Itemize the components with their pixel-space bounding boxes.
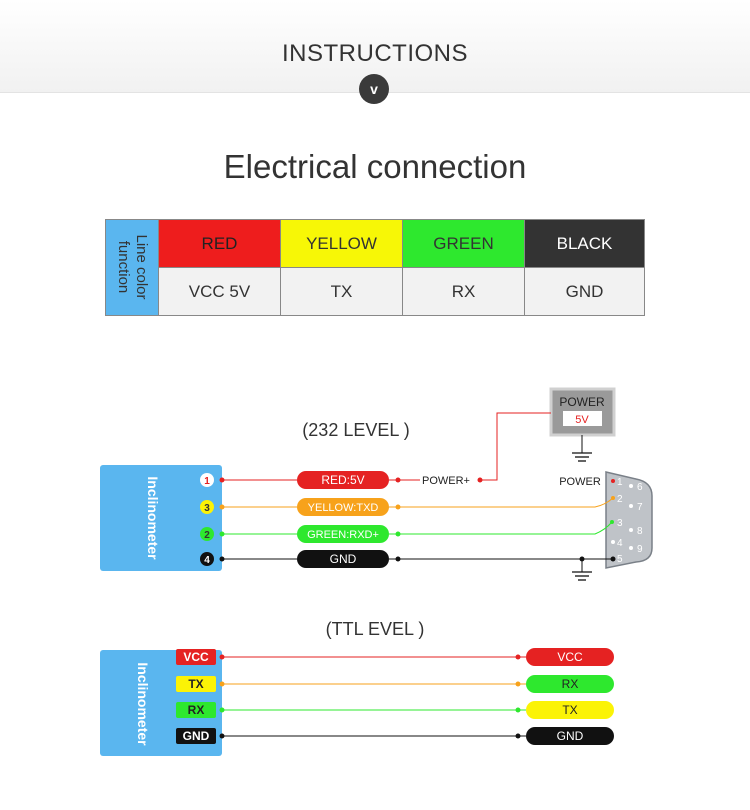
wire-dot bbox=[219, 531, 225, 537]
wire-pill-black bbox=[297, 550, 389, 568]
color-cell-red: RED bbox=[159, 220, 281, 268]
wire-dot bbox=[395, 504, 401, 510]
pin-badge-4 bbox=[200, 552, 214, 566]
db9-pin-2: 2 bbox=[617, 494, 623, 505]
db9-pin-8: 8 bbox=[637, 526, 643, 537]
pin-badge-3 bbox=[200, 500, 214, 514]
wire-dot bbox=[395, 477, 401, 483]
pin-number-4: 4 bbox=[204, 555, 210, 566]
db9-pin4-dot bbox=[611, 540, 615, 544]
ttl-left-label-rx: RX bbox=[188, 703, 205, 717]
wire-dot bbox=[219, 733, 225, 739]
ttl-right-pill-rx bbox=[526, 675, 614, 693]
db9-pin-7: 7 bbox=[637, 502, 643, 513]
db9-pin7-dot bbox=[629, 504, 633, 508]
diagram-ttl-title: (TTL EVEL ) bbox=[326, 619, 425, 639]
section-title: Electrical connection bbox=[223, 148, 527, 185]
db9-pin-1: 1 bbox=[617, 477, 623, 488]
power-box-value: 5V bbox=[575, 414, 589, 426]
db9-pin-5: 5 bbox=[617, 554, 623, 565]
pin-badge-1 bbox=[200, 473, 214, 487]
ground-icon bbox=[572, 452, 592, 462]
wire-dot bbox=[219, 477, 225, 483]
db9-connector bbox=[605, 471, 653, 569]
wire-dot bbox=[515, 707, 521, 713]
wire-dot bbox=[219, 556, 225, 562]
color-cell-yellow: YELLOW bbox=[281, 220, 403, 268]
wire-dot bbox=[610, 556, 616, 562]
pin-number-1: 1 bbox=[204, 476, 210, 487]
wire-color-table: Line color function RED YELLOW GREEN BLA… bbox=[105, 219, 645, 316]
wire-dot bbox=[219, 504, 225, 510]
power-box-value-field bbox=[563, 411, 602, 426]
db9-pin9-dot bbox=[629, 546, 633, 550]
chevron-down-icon[interactable]: v bbox=[359, 74, 389, 104]
function-cell-gnd: GND bbox=[525, 268, 644, 315]
wire-pill-red bbox=[297, 471, 389, 489]
wire-dot bbox=[219, 707, 225, 713]
ttl-right-label-tx: TX bbox=[562, 703, 577, 717]
ttl-left-tag-gnd bbox=[176, 728, 216, 744]
inclinometer-label-232: Inclinometer bbox=[145, 476, 161, 560]
wire-dot bbox=[219, 681, 225, 687]
inclinometer-label-ttl: Inclinometer bbox=[135, 662, 151, 746]
ttl-left-label-vcc: VCC bbox=[183, 650, 209, 664]
function-cell-vcc: VCC 5V bbox=[159, 268, 281, 315]
db9-pin6-dot bbox=[629, 484, 633, 488]
db9-pin-4: 4 bbox=[617, 538, 623, 549]
ttl-right-label-vcc: VCC bbox=[557, 650, 583, 664]
wire-label-yellow: YELLOW:TXD bbox=[308, 502, 379, 514]
power-plus-label: POWER+ bbox=[422, 475, 470, 487]
table-row-header: Line color function bbox=[106, 220, 159, 315]
wire-dot bbox=[515, 733, 521, 739]
color-cell-black: BLACK bbox=[525, 220, 644, 268]
ground-icon bbox=[572, 571, 592, 581]
function-cell-tx: TX bbox=[281, 268, 403, 315]
ttl-left-tag-vcc bbox=[176, 649, 216, 665]
db9-pin1-dot bbox=[611, 479, 615, 483]
wire-dot bbox=[395, 556, 401, 562]
ttl-left-label-gnd: GND bbox=[183, 729, 210, 743]
wire-dot bbox=[219, 654, 225, 660]
wire-label-red: RED:5V bbox=[321, 473, 364, 487]
db9-pin-3: 3 bbox=[617, 518, 623, 529]
pin-number-2: 2 bbox=[204, 530, 210, 541]
wire-label-green: GREEN:RXD+ bbox=[307, 529, 379, 541]
wire-dot bbox=[515, 681, 521, 687]
wire-pill-yellow bbox=[297, 498, 389, 516]
ttl-right-pill-tx bbox=[526, 701, 614, 719]
pin-number-3: 3 bbox=[204, 503, 210, 514]
header-title: INSTRUCTIONS bbox=[282, 40, 468, 67]
db9-pin-9: 9 bbox=[637, 544, 643, 555]
ttl-right-pill-gnd bbox=[526, 727, 614, 745]
ttl-right-label-rx: RX bbox=[562, 677, 579, 691]
wire-label-black: GND bbox=[330, 552, 357, 566]
ttl-right-pill-vcc bbox=[526, 648, 614, 666]
wire-green-right bbox=[389, 521, 613, 535]
color-cell-green: GREEN bbox=[403, 220, 525, 268]
ttl-right-label-gnd: GND bbox=[557, 729, 584, 743]
power-feed-dot bbox=[477, 477, 483, 483]
wire-pill-green bbox=[297, 525, 389, 543]
ttl-left-label-tx: TX bbox=[188, 677, 203, 691]
wire-dot bbox=[515, 654, 521, 660]
diagram-232-title: (232 LEVEL ) bbox=[302, 420, 409, 440]
inclinometer-block-232 bbox=[100, 465, 222, 571]
db9-pin8-dot bbox=[629, 528, 633, 532]
ttl-left-tag-rx bbox=[176, 702, 216, 718]
function-cell-rx: RX bbox=[403, 268, 525, 315]
ttl-left-tag-tx bbox=[176, 676, 216, 692]
db9-pin-6: 6 bbox=[637, 482, 643, 493]
power-feed-wire bbox=[480, 412, 551, 481]
pin-badge-2 bbox=[200, 527, 214, 541]
db9-power-label: POWER bbox=[559, 476, 601, 488]
power-box-title: POWER bbox=[559, 395, 605, 409]
wire-dot bbox=[395, 531, 401, 537]
wire-yellow-right bbox=[389, 497, 614, 508]
